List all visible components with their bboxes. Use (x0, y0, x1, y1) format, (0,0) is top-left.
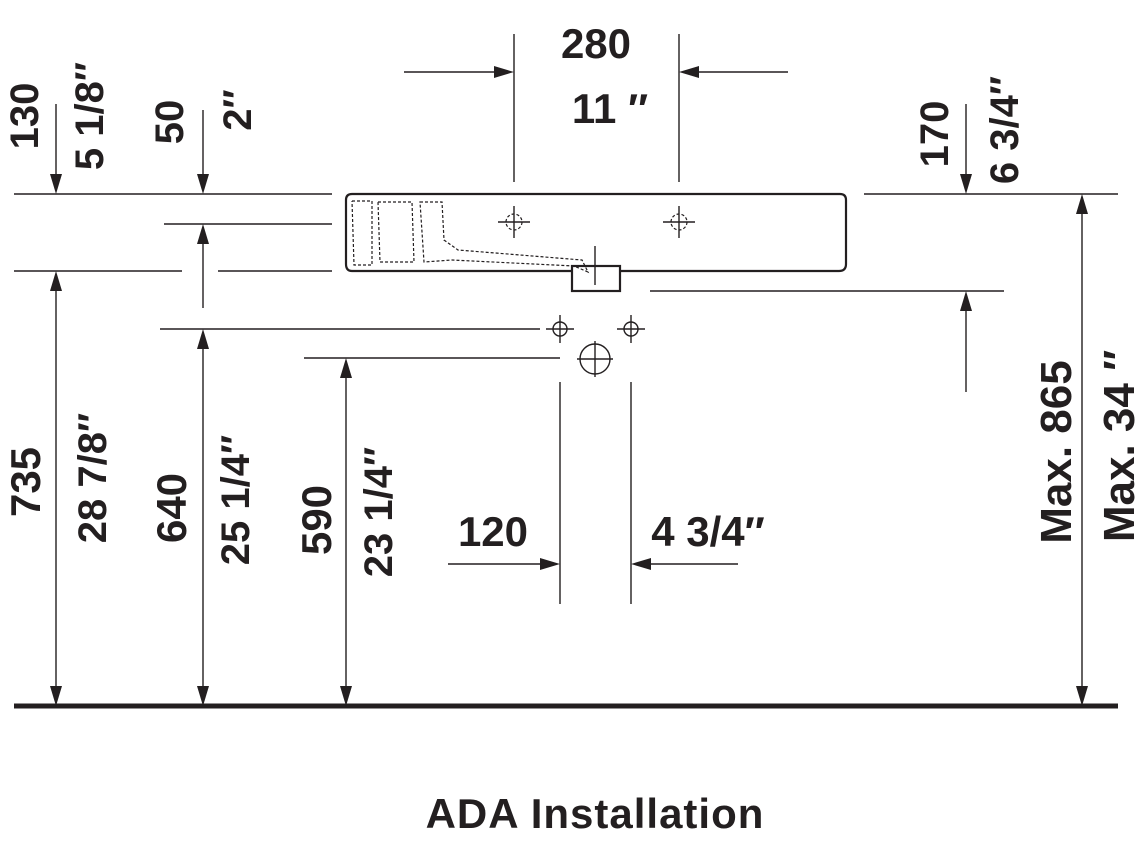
dim-11-in: 11 ″ (572, 85, 648, 132)
drawing-title: ADA Installation (426, 790, 765, 837)
hidden-line (419, 201, 590, 274)
dim-5-1-8-in: 5 1/8″ (68, 62, 112, 170)
dim-max-865-mm: Max. 865 (1032, 360, 1081, 543)
dim-590-mm: 590 (293, 485, 340, 555)
supply-right-icon (617, 315, 645, 343)
dimension-lines (50, 66, 1088, 706)
tap-hole-right (663, 206, 695, 238)
dim-max-34-in: Max. 34 ″ (1095, 350, 1138, 542)
dim-50-mm: 50 (148, 100, 192, 145)
dim-170-mm: 170 (913, 101, 957, 168)
dim-25-1-4-in: 25 1/4″ (214, 435, 258, 565)
washbasin (344, 192, 848, 293)
dim-280-mm: 280 (561, 20, 631, 67)
dim-735-mm: 735 (2, 447, 49, 517)
supply-left-icon (546, 315, 574, 343)
dim-6-3-4-in: 6 3/4″ (983, 76, 1027, 184)
dim-640-mm: 640 (148, 473, 195, 543)
dim-4-3-4-in: 4 3/4″ (651, 508, 765, 555)
drain-outlet (570, 264, 622, 293)
wall-connections (546, 246, 645, 377)
tap-hole-left (498, 206, 530, 238)
extension-lines (14, 34, 1118, 604)
dim-23-1-4-in: 23 1/4″ (357, 447, 401, 577)
dim-120-mm: 120 (458, 508, 528, 555)
waste-pipe-icon (577, 341, 613, 377)
dim-28-7-8-in: 28 7/8″ (71, 413, 115, 543)
hidden-line (377, 201, 415, 263)
dim-130-mm: 130 (3, 83, 47, 150)
dim-2-in: 2″ (216, 89, 260, 130)
